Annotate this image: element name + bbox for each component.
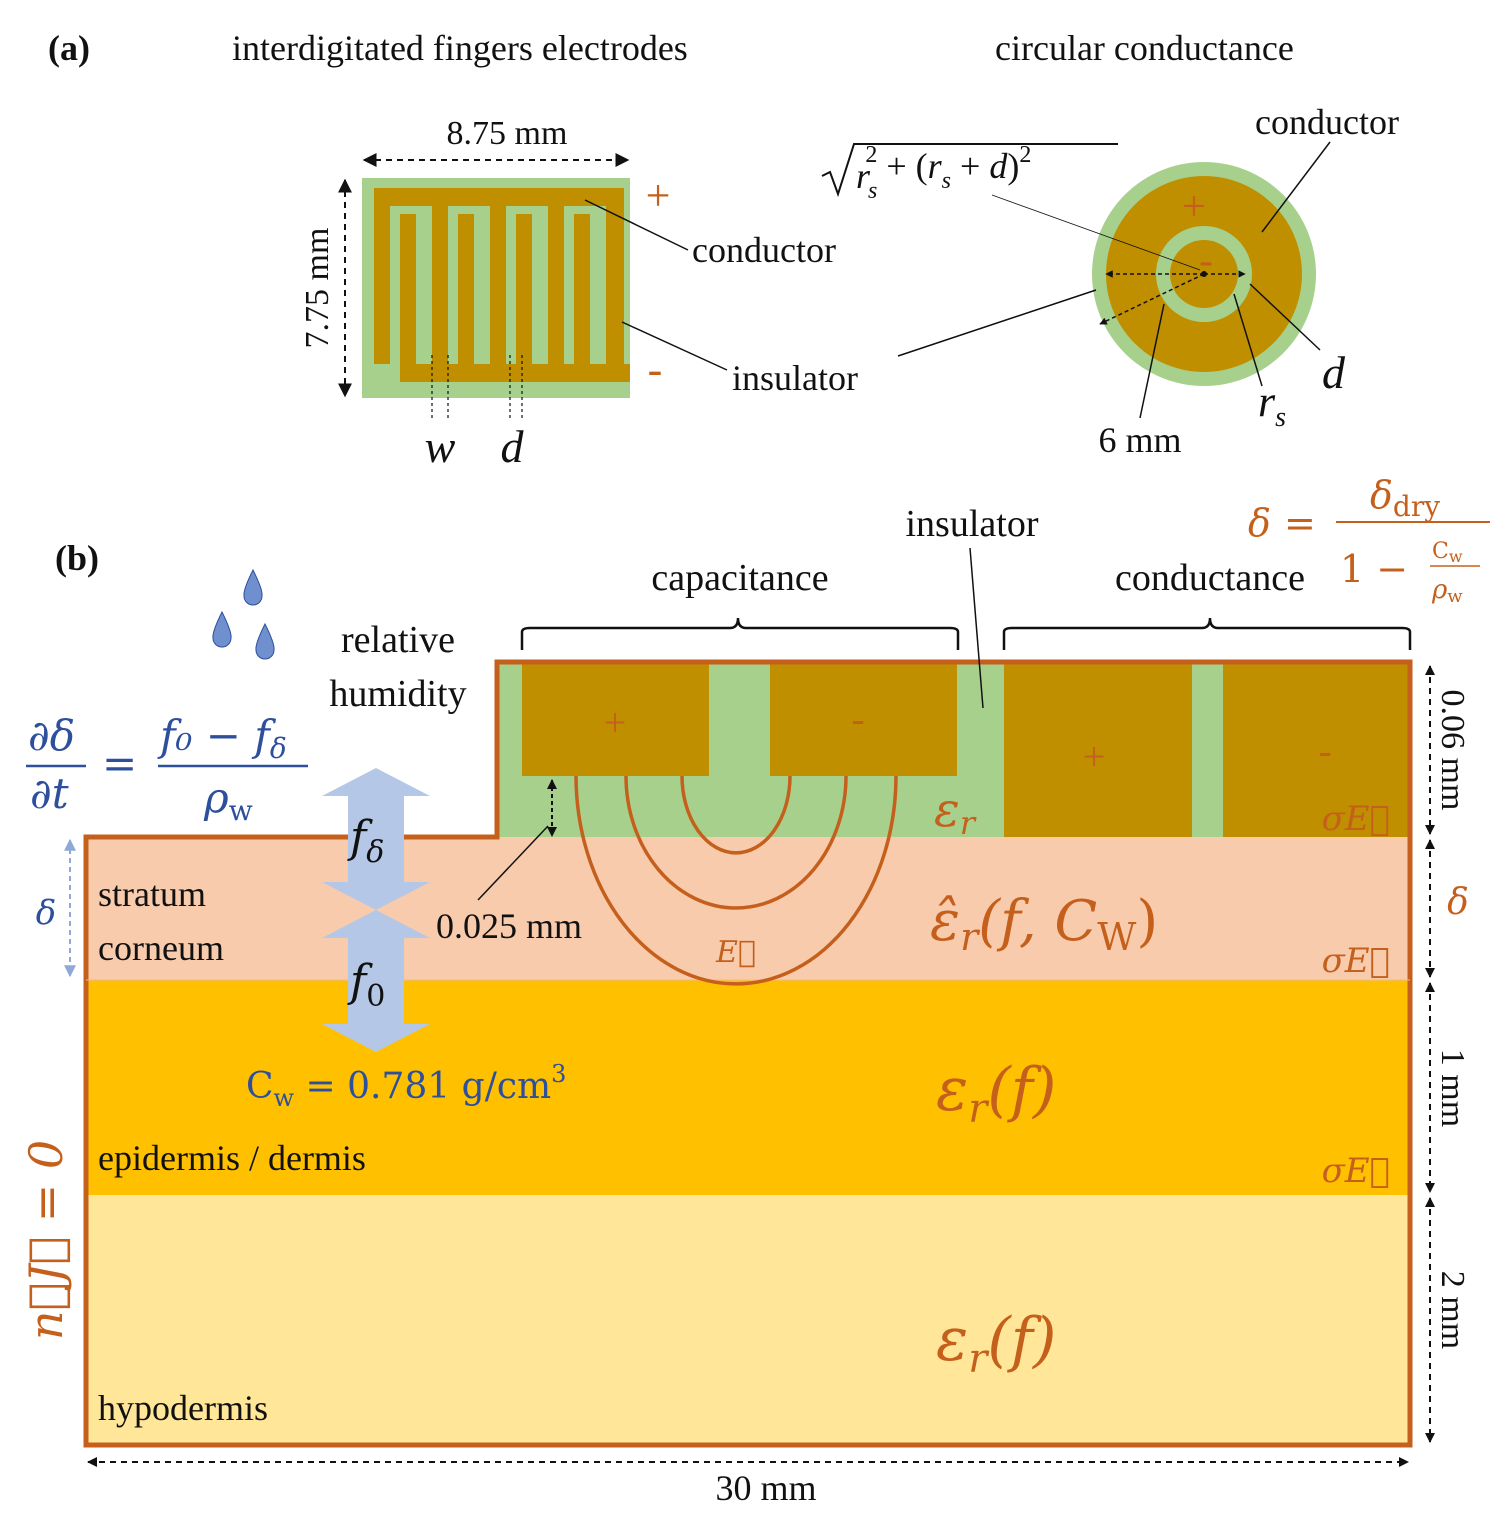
f-zero-label: f0 (347, 956, 385, 1014)
idc-conductor-label: conductor (692, 230, 836, 270)
circ-radius-arrow-diag (1099, 273, 1205, 325)
idc-plus-sign: + (646, 171, 671, 220)
cond-minus-sign: - (1318, 728, 1331, 773)
insulator-label-b: insulator (906, 503, 1039, 545)
circ-insulator-leader (897, 289, 1097, 357)
circ-d-label: d (1322, 347, 1346, 398)
circ-rs-leader (1233, 293, 1263, 387)
svg-text:∂t: ∂t (30, 769, 69, 818)
water-drop-icon (212, 610, 232, 648)
domain-outline (83, 659, 1413, 1448)
shared-insulator-label: insulator (732, 358, 858, 398)
sigma-e-epidermis: σE⃗ (1322, 1151, 1390, 1191)
svg-text:Cw: Cw (1432, 539, 1463, 566)
circ-minus-sign: - (1199, 238, 1213, 284)
svg-text:1 −: 1 − (1340, 547, 1408, 591)
rh-label-line2: humidity (329, 673, 466, 715)
thick-hypo-label: 2 mm (1434, 1271, 1471, 1349)
svg-text:rs2 + (rs + d)2: rs2 + (rs + d)2 (856, 142, 1031, 204)
cap-electrode-minus (770, 662, 957, 776)
eps-r-epidermis: εr(f) (936, 1055, 1056, 1132)
circ-conductor-leader (1261, 141, 1331, 233)
thick-sensor-label: 0.06 mm (1434, 690, 1471, 811)
idc-width-label: 8.75 mm (447, 115, 568, 152)
conductance-brace (1002, 617, 1412, 650)
thick-ed-label: 1 mm (1434, 1049, 1471, 1127)
circ-d-leader (1249, 283, 1321, 351)
width-30mm-label: 30 mm (715, 1468, 816, 1508)
svg-text:=: = (1284, 501, 1316, 545)
svg-text:δdry: δdry (1370, 473, 1440, 523)
layer-ed-label: epidermis / dermis (98, 1138, 366, 1178)
idc-insulator-leader (621, 321, 728, 371)
idc-conductor-leader (584, 199, 689, 251)
gap-leader (477, 825, 549, 901)
eps-r-stratum-corneum: ε̂r(f, CW) (930, 889, 1158, 959)
rh-label-line1: relative (341, 619, 455, 661)
flux-arrow-f-zero (322, 910, 430, 1052)
panel-a-title-right: circular conductance (995, 28, 1294, 68)
layer-sc-label-1: stratum (98, 874, 206, 914)
e-field-lines (574, 775, 898, 986)
circ-rs-label: rs (1258, 377, 1286, 433)
eps-r-insulator: εr (934, 782, 977, 842)
delta-formula: δ = δdry 1 − Cw ρw (1248, 473, 1490, 607)
cap-electrode-plus (522, 662, 709, 776)
cond-electrode-plus (1004, 662, 1192, 837)
eps-r-hypodermis: εr(f) (936, 1305, 1056, 1382)
svg-text:ρw: ρw (1431, 575, 1463, 607)
svg-text:∂δ: ∂δ (28, 711, 75, 760)
svg-text:δ: δ (1248, 501, 1271, 545)
circ-plus-sign: + (1182, 184, 1206, 230)
water-droplet-icons (212, 568, 275, 660)
circ-formula-leader (991, 194, 1201, 271)
delta-side-label: δ (36, 893, 56, 933)
circ-conductor-label: conductor (1255, 102, 1399, 142)
cond-plus-sign: + (1083, 734, 1106, 779)
svg-text:=: = (102, 739, 137, 788)
idc-conductor-minus (400, 214, 630, 382)
conductance-label: conductance (1115, 557, 1305, 599)
svg-text:ρw: ρw (203, 773, 253, 827)
panel-a-title-left: interdigitated fingers electrodes (232, 28, 688, 68)
circ-6mm-leader (1139, 303, 1165, 419)
insulator-leader-b (969, 547, 984, 709)
sigma-e-sensor: σE⃗ (1322, 799, 1390, 839)
idc-height-label: 7.75 mm (299, 228, 336, 349)
capacitance-brace (520, 617, 960, 650)
layer-epidermis-dermis (86, 980, 1410, 1195)
layer-hypodermis (86, 1195, 1410, 1445)
circ-diameter-label: 6 mm (1098, 420, 1181, 460)
sigma-e-stratum: σE⃗ (1322, 941, 1390, 981)
layer-hypo-label: hypodermis (98, 1388, 268, 1428)
cw-value: Cw = 0.781 g/cm3 (246, 1060, 566, 1112)
gap-label: 0.025 mm (436, 906, 582, 946)
idc-wd-guides (431, 355, 523, 418)
idc-minus-sign: - (648, 345, 663, 394)
flux-arrow-f-delta (322, 768, 430, 910)
panel-a-label: (a) (48, 28, 90, 68)
panel-b-label: (b) (55, 538, 99, 578)
layer-sc-label-2: corneum (98, 928, 224, 968)
circ-radius-formula: rs2 + (rs + d)2 (821, 142, 1118, 204)
idc-w-label: w (425, 421, 456, 472)
cond-electrode-minus (1223, 662, 1410, 837)
water-drop-icon (243, 568, 263, 606)
moisture-ode: ∂δ ∂t = f₀ − fδ ρw (26, 711, 308, 827)
thick-sc-label: δ (1447, 882, 1469, 923)
water-drop-icon (255, 622, 275, 660)
boundary-condition-label: n⃗J⃗ = 0 (19, 1140, 73, 1340)
svg-text:f₀ − fδ: f₀ − fδ (157, 711, 287, 765)
e-field-label: E⃗ (715, 935, 756, 970)
idc-conductor-plus (374, 188, 624, 364)
idc-electrode (362, 178, 630, 398)
cap-plus-sign: + (604, 700, 627, 745)
cap-minus-sign: - (851, 696, 864, 741)
idc-d-label: d (501, 421, 525, 472)
capacitance-label: capacitance (651, 557, 828, 599)
